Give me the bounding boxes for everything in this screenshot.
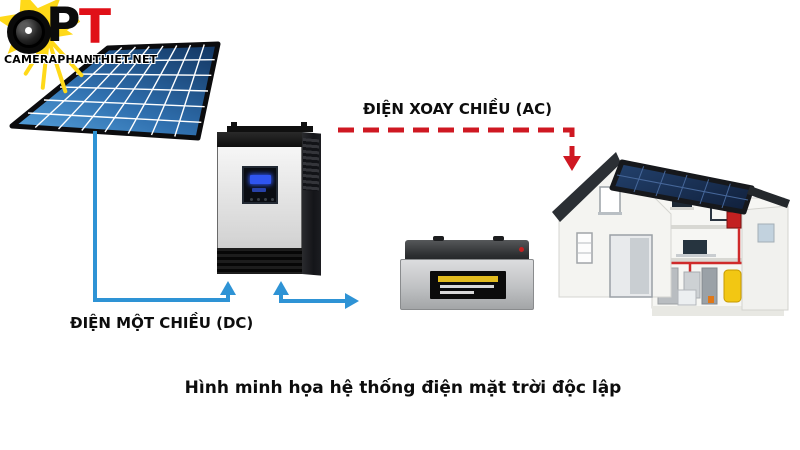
battery-terminal	[433, 236, 444, 241]
battery-lid	[405, 236, 529, 261]
inverter-led-digits	[250, 175, 271, 184]
camera-lens-icon	[7, 10, 51, 54]
inverter-illustration	[217, 118, 321, 276]
inverter-display	[242, 166, 278, 204]
ac-line-inverter-to-house	[338, 127, 581, 171]
inverter-mount-bracket	[227, 126, 313, 132]
house-illustration	[552, 152, 790, 316]
battery-illustration	[400, 236, 534, 312]
diagram-caption: Hình minh họa hệ thống điện mặt trời độc…	[184, 378, 622, 398]
inverter-button	[250, 198, 253, 201]
inverter-vents	[303, 138, 319, 192]
inverter-button	[264, 198, 267, 201]
battery-indicator-dot	[519, 247, 524, 252]
dc-flow-label: ĐIỆN MỘT CHIỀU (DC)	[70, 314, 254, 332]
battery-terminal	[493, 236, 504, 241]
inverter-bottom-vents	[217, 248, 302, 274]
battery-label	[430, 271, 506, 299]
logo-letter-p: P	[46, 0, 81, 53]
logo-letter-t: T	[79, 0, 112, 55]
inverter-button	[271, 198, 274, 201]
dc-line-inverter-to-battery	[273, 281, 359, 309]
solar-panel-illustration	[9, 41, 221, 141]
ac-flow-label: ĐIỆN XOAY CHIỀU (AC)	[363, 100, 552, 118]
logo-site-url: CAMERAPHANTHIET.NET	[4, 53, 158, 66]
inverter-button	[257, 198, 260, 201]
site-logo: P T CAMERAPHANTHIET.NET	[0, 0, 157, 94]
dc-line-panel-to-inverter	[93, 131, 236, 302]
